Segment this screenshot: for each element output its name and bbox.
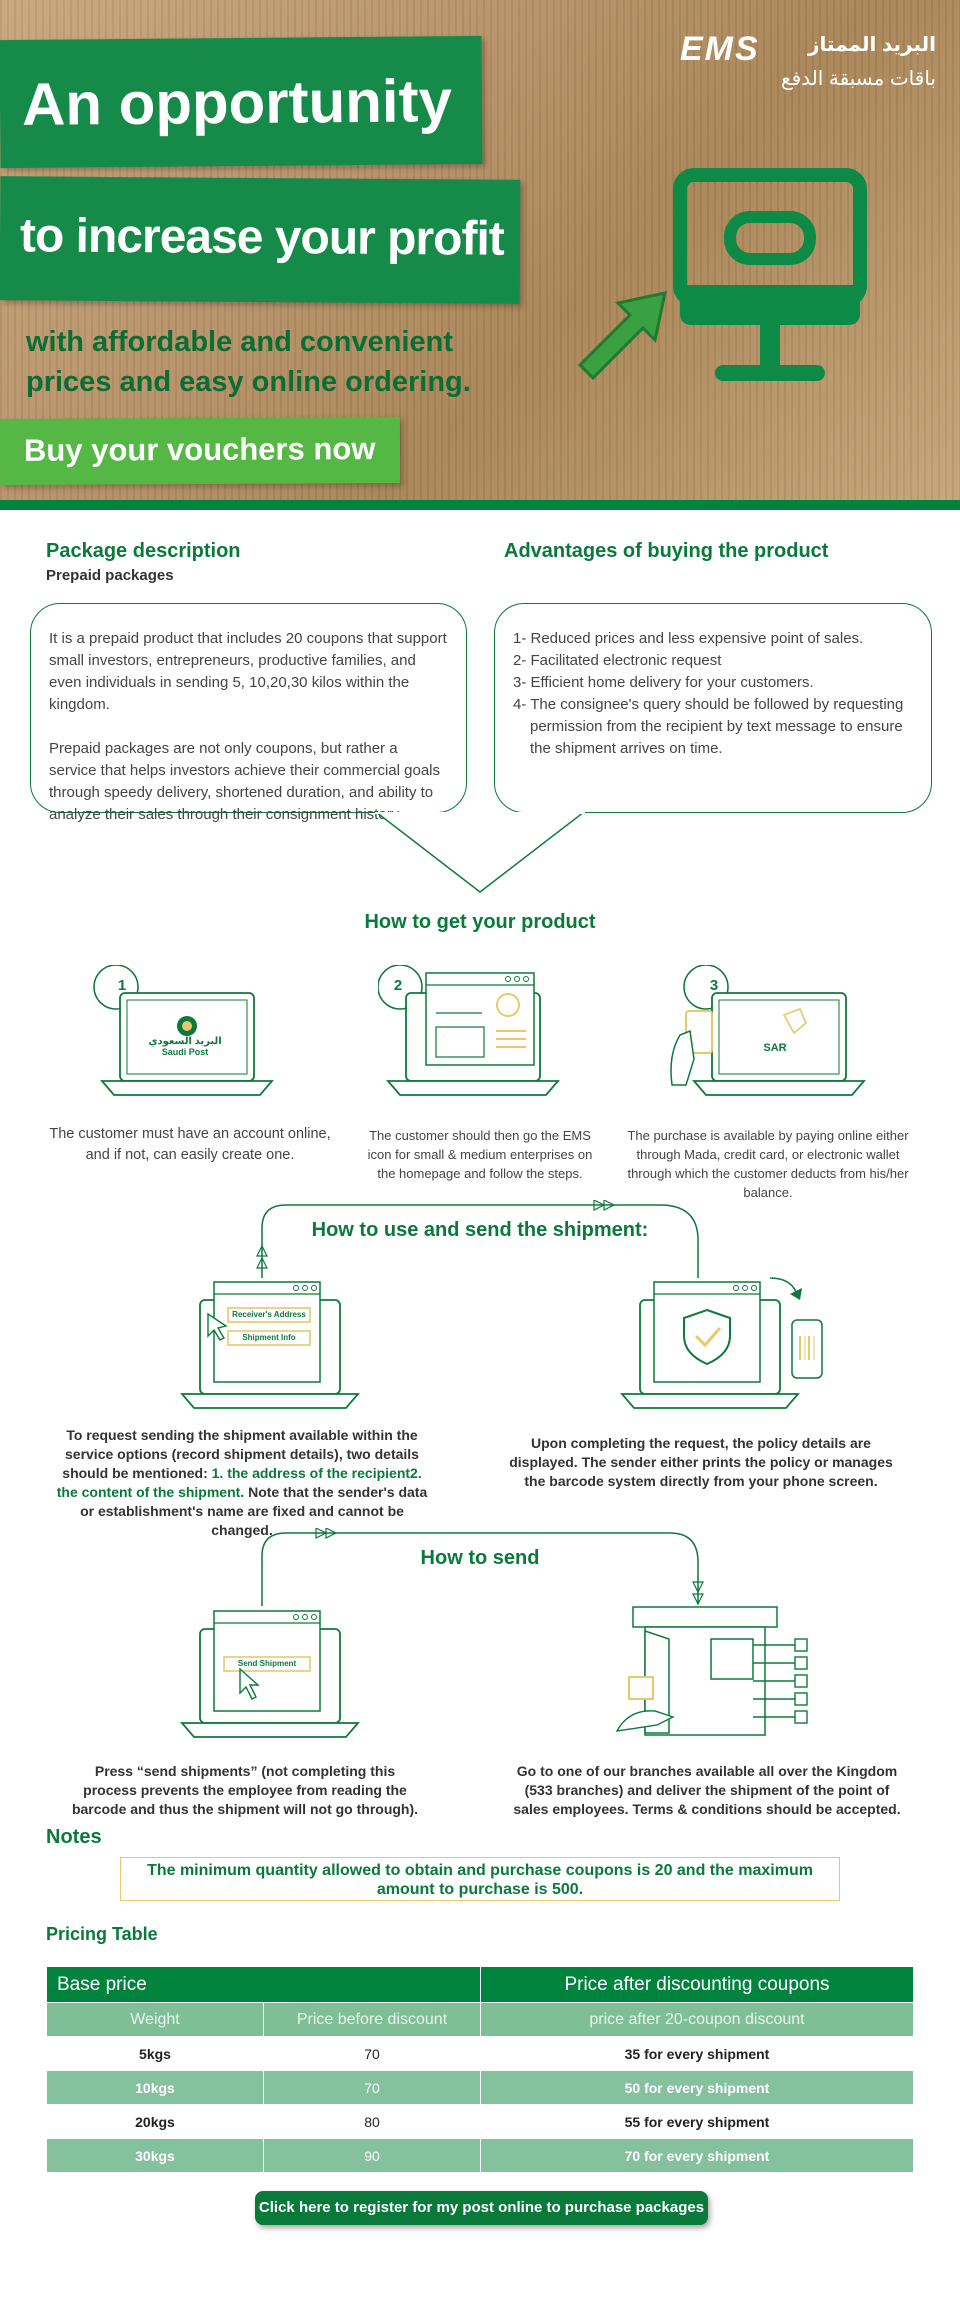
monitor-arrow-illustration [577, 168, 867, 381]
pricing-table: Base price Price after discounting coupo… [46, 1966, 914, 2173]
advantages-list: 1- Reduced prices and less expensive poi… [513, 628, 913, 760]
use-left-text-1: To request sending the shipment availabl… [62, 1427, 419, 1481]
table-row: 20kgs 80 55 for every shipment [46, 2104, 914, 2139]
sar-label: SAR [763, 1042, 787, 1054]
package-para-1: It is a prepaid product that includes 20… [49, 630, 447, 713]
send-shipment-screen-button: Send Shipment [237, 1659, 297, 1668]
package-description-box: It is a prepaid product that includes 20… [30, 603, 467, 823]
cell-before: 80 [263, 2104, 481, 2139]
ems-logo-arabic-name: البريد الممتاز [808, 34, 936, 56]
register-button[interactable]: Click here to register for my post onlin… [255, 2191, 708, 2225]
cell-after: 50 for every shipment [480, 2070, 914, 2105]
step-3-text: The purchase is available by paying onli… [627, 1128, 909, 1200]
cell-before: 90 [263, 2138, 481, 2173]
ems-logo: EMS البريد الممتاز باقات مسبقة الدفع [680, 28, 936, 98]
how-to-use-title: How to use and send the shipment: [311, 1219, 649, 1241]
cell-after: 35 for every shipment [480, 2036, 914, 2071]
cell-weight: 30kgs [46, 2138, 264, 2173]
step-1-text: The customer must have an account online… [49, 1126, 331, 1163]
advantage-item: 3- Efficient home delivery for your cust… [513, 674, 814, 691]
cursor-icon [239, 1667, 260, 1700]
cell-weight: 10kgs [46, 2070, 264, 2105]
notes-title: Notes [46, 1826, 102, 1848]
use-flow-connector [256, 1200, 699, 1278]
ems-logo-mark: EMS [680, 30, 760, 68]
cell-before: 70 [263, 2036, 481, 2071]
speech-pointer [375, 812, 585, 893]
step-3-number: 3 [709, 977, 719, 994]
table-row: 5kgs 70 35 for every shipment [46, 2036, 914, 2071]
table-row: 30kgs 90 70 for every shipment [46, 2138, 914, 2173]
monitor-icon [673, 168, 867, 381]
branch-counter-icon [615, 1606, 808, 1736]
send-right-caption: Go to one of our branches available all … [513, 1763, 901, 1817]
cell-before: 70 [263, 2070, 481, 2105]
shield-check-icon [620, 1277, 823, 1409]
col-price-before: Price before discount [263, 2002, 481, 2037]
step-1-number: 1 [117, 977, 127, 994]
cell-after: 70 for every shipment [480, 2138, 914, 2173]
package-para-2: Prepaid packages are not only coupons, b… [49, 740, 441, 823]
saudi-post-logo-ar: البريد السعودي [148, 1036, 222, 1047]
notes-box: The minimum quantity allowed to obtain a… [120, 1857, 840, 1901]
use-right-caption: Upon completing the request, the policy … [509, 1435, 893, 1489]
advantage-item: 2- Facilitated electronic request [513, 652, 722, 669]
col-weight: Weight [46, 2002, 264, 2037]
use-left-highlight: 1. the address of the recipient2. the co… [56, 1465, 422, 1500]
use-left-text-2: Note that the sender's data or establish… [80, 1484, 428, 1538]
phone-barcode-icon [791, 1319, 823, 1379]
hero-subtitle: with affordable and convenient prices an… [26, 326, 471, 398]
step-2-text: The customer should then go the EMS icon… [367, 1128, 593, 1181]
header-base-price: Base price [46, 1966, 481, 2003]
cell-weight: 20kgs [46, 2104, 264, 2139]
cell-after: 55 for every shipment [480, 2104, 914, 2139]
hero-line-1: An opportunity [0, 35, 483, 169]
how-to-get-title: How to get your product [364, 911, 596, 933]
advantages-title: Advantages of buying the product [504, 540, 829, 562]
buy-vouchers-button[interactable]: Buy your vouchers now [0, 416, 401, 486]
step-2-number: 2 [393, 977, 403, 994]
send-flow-connector [261, 1528, 704, 1606]
hero-line-2: to increase your profit [0, 176, 521, 304]
hero-banner: An opportunity to increase your profit w… [0, 0, 960, 510]
arrow-icon [577, 291, 667, 381]
saudi-post-logo-en: Saudi Post [161, 1047, 209, 1057]
send-left-caption: Press “send shipments” (not completing t… [71, 1763, 419, 1817]
pricing-table-title: Pricing Table [46, 1924, 158, 1944]
table-row: 10kgs 70 50 for every shipment [46, 2070, 914, 2105]
package-icon [628, 1676, 654, 1700]
how-to-send-title: How to send [420, 1547, 540, 1569]
shipment-info-field: Shipment Info [242, 1333, 296, 1342]
header-price-after: Price after discounting coupons [480, 1966, 914, 2003]
advantages-box: 1- Reduced prices and less expensive poi… [494, 603, 932, 813]
ems-logo-arabic-tag: باقات مسبقة الدفع [780, 68, 936, 90]
use-left-caption: To request sending the shipment availabl… [52, 1426, 432, 1540]
package-description-title: Package description [46, 540, 241, 562]
advantage-item: 1- Reduced prices and less expensive poi… [513, 630, 864, 647]
package-subtitle: Prepaid packages [46, 567, 174, 584]
cell-weight: 5kgs [46, 2036, 264, 2071]
laptop-form-icon [180, 1281, 360, 1409]
laptop-send-icon [180, 1610, 360, 1738]
cursor-icon [207, 1312, 228, 1341]
hand-card-icon [670, 965, 866, 1096]
advantage-item: 4- The consignee's query should be follo… [513, 696, 904, 757]
col-price-after: price after 20-coupon discount [480, 2002, 914, 2037]
browser-window-icon [378, 965, 560, 1096]
receivers-address-field: Receiver's Address [232, 1310, 306, 1319]
laptop-icon [93, 965, 274, 1096]
